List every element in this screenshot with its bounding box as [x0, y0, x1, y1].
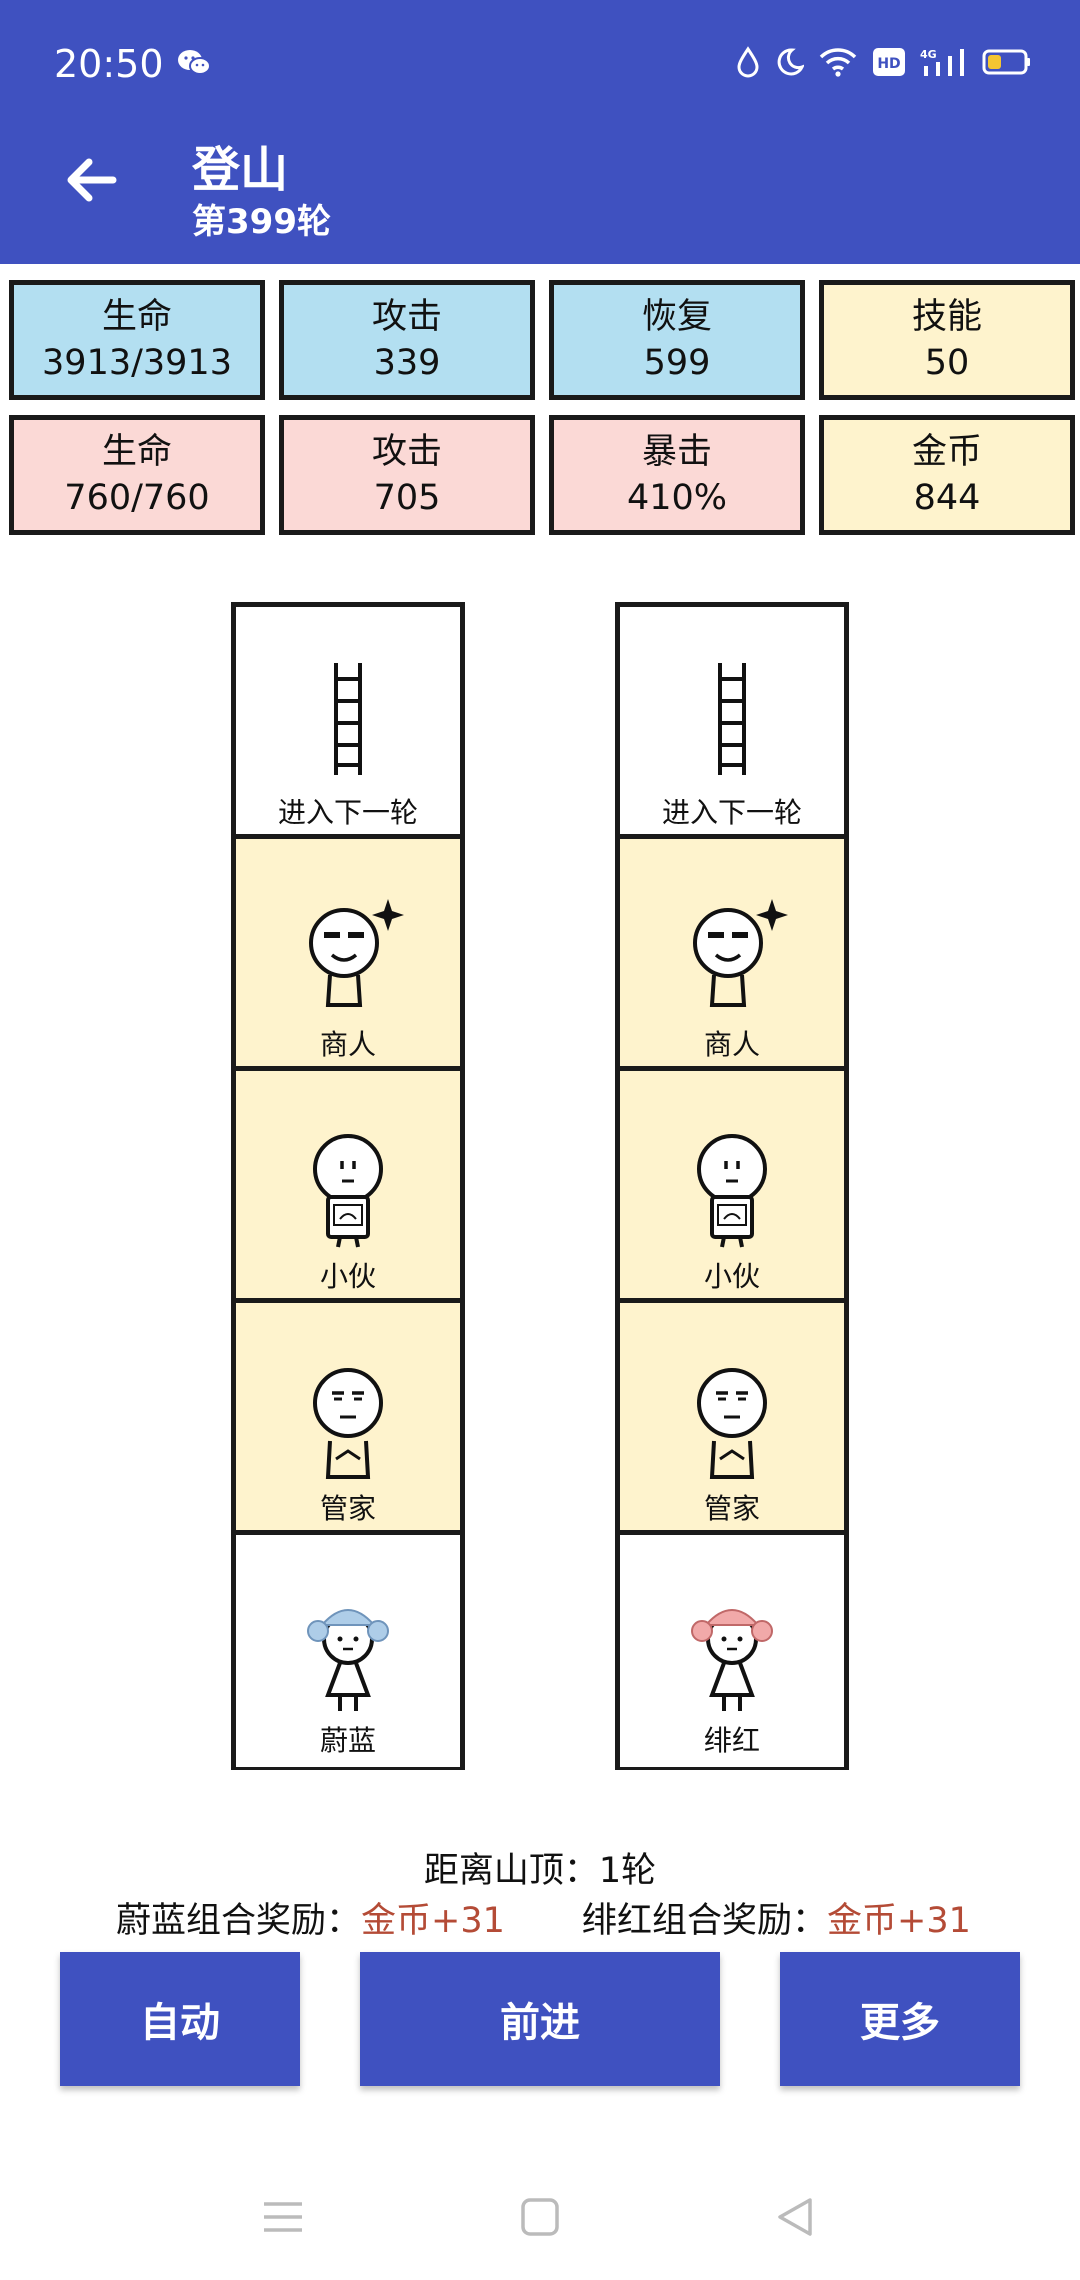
ladder-icon [334, 663, 362, 775]
stat-card-hp: 生命 3913/3913 [9, 280, 265, 400]
status-icons: HD 4G [736, 44, 1032, 80]
stat-value: 844 [913, 478, 981, 518]
stat-label: 攻击 [371, 432, 442, 472]
forward-button[interactable]: 前进 [360, 1952, 720, 2086]
cell-label: 小伙 [319, 1260, 376, 1293]
stat-label: 金币 [911, 432, 982, 472]
path-cell-butler[interactable]: 管家 [236, 1303, 460, 1535]
stat-value: 705 [373, 478, 441, 518]
path-cell-next-round[interactable]: 进入下一轮 [620, 607, 844, 839]
reward-label: 绯红组合奖励： [582, 1901, 828, 1941]
ladder-icon [718, 663, 746, 775]
young-man-icon [697, 1134, 767, 1248]
path-cell-butler[interactable]: 管家 [620, 1303, 844, 1535]
blue-hero-icon [307, 1609, 389, 1711]
stat-value: 50 [924, 343, 970, 383]
page-title: 登山 [192, 142, 289, 198]
stat-value: 599 [643, 343, 711, 383]
path-cell-hero-red[interactable]: 绯红 [620, 1535, 844, 1767]
path-cell-hero-blue[interactable]: 蔚蓝 [236, 1535, 460, 1767]
left-path-column: 进入下一轮 商人 小伙 [231, 602, 465, 1770]
reward-label: 蔚蓝组合奖励： [116, 1901, 362, 1941]
stat-label: 技能 [911, 297, 982, 337]
stat-label: 恢复 [641, 297, 712, 337]
stat-value: 410% [626, 478, 728, 518]
stat-label: 攻击 [371, 297, 442, 337]
more-button[interactable]: 更多 [780, 1952, 1020, 2086]
path-cell-next-round[interactable]: 进入下一轮 [236, 607, 460, 839]
app-header: 20:50 HD 4G [0, 0, 1080, 264]
path-cell-merchant[interactable]: 商人 [236, 839, 460, 1071]
auto-button[interactable]: 自动 [60, 1952, 300, 2086]
system-nav-bar [0, 2170, 1080, 2280]
cell-label: 商人 [703, 1028, 760, 1061]
merchant-icon [309, 899, 404, 1007]
battery-icon [982, 49, 1030, 75]
svg-text:HD: HD [877, 56, 900, 72]
stat-value: 3913/3913 [42, 343, 232, 383]
status-time: 20:50 [54, 42, 164, 86]
wechat-icon [178, 50, 211, 75]
butler-icon [313, 1368, 383, 1479]
cell-label: 进入下一轮 [277, 796, 418, 829]
path-cell-young-man[interactable]: 小伙 [236, 1071, 460, 1303]
path-cell-merchant[interactable]: 商人 [620, 839, 844, 1071]
stat-card-gold: 金币 844 [819, 415, 1075, 535]
stat-card-crit: 暴击 410% [549, 415, 805, 535]
stat-card-enemy-hp: 生命 760/760 [9, 415, 265, 535]
stat-card-skill: 技能 50 [819, 280, 1075, 400]
cell-label: 商人 [319, 1028, 376, 1061]
menu-icon[interactable] [258, 2192, 308, 2242]
red-combo-reward: 绯红组合奖励：金币+31 [582, 1892, 971, 1943]
water-drop-icon [737, 46, 759, 78]
round-subtitle: 第399轮 [192, 202, 331, 242]
cell-label: 管家 [703, 1492, 760, 1525]
stat-card-recovery: 恢复 599 [549, 280, 805, 400]
wifi-icon [819, 48, 857, 77]
cell-label: 蔚蓝 [319, 1724, 376, 1757]
hd-icon: HD [873, 48, 905, 76]
moon-icon [777, 48, 804, 76]
stat-label: 暴击 [641, 432, 712, 472]
cell-label: 管家 [319, 1492, 376, 1525]
young-man-icon [313, 1134, 383, 1248]
stat-label: 生命 [101, 432, 172, 472]
stat-label: 生命 [101, 297, 172, 337]
stat-card-enemy-attack: 攻击 705 [279, 415, 535, 535]
network-type: 4G [920, 48, 937, 61]
right-path-column: 进入下一轮 商人 小伙 [615, 602, 849, 1770]
distance-to-summit: 距离山顶：1轮 [423, 1851, 657, 1891]
butler-icon [697, 1368, 767, 1479]
cell-label: 进入下一轮 [661, 796, 802, 829]
arrow-left-icon [67, 158, 117, 202]
cell-label: 绯红 [703, 1724, 760, 1757]
cell-label: 小伙 [703, 1260, 760, 1293]
back-triangle-icon[interactable] [770, 2192, 820, 2242]
stat-value: 339 [373, 343, 441, 383]
path-cell-young-man[interactable]: 小伙 [620, 1071, 844, 1303]
red-hero-icon [691, 1609, 773, 1711]
signal-icon: 4G [920, 48, 964, 76]
blue-combo-reward: 蔚蓝组合奖励：金币+31 [116, 1892, 505, 1943]
home-icon[interactable] [515, 2192, 565, 2242]
reward-value: 金币+31 [361, 1901, 505, 1941]
reward-value: 金币+31 [827, 1901, 971, 1941]
merchant-icon [693, 899, 788, 1007]
stat-card-attack: 攻击 339 [279, 280, 535, 400]
back-button[interactable] [60, 150, 120, 210]
stat-value: 760/760 [64, 478, 210, 518]
